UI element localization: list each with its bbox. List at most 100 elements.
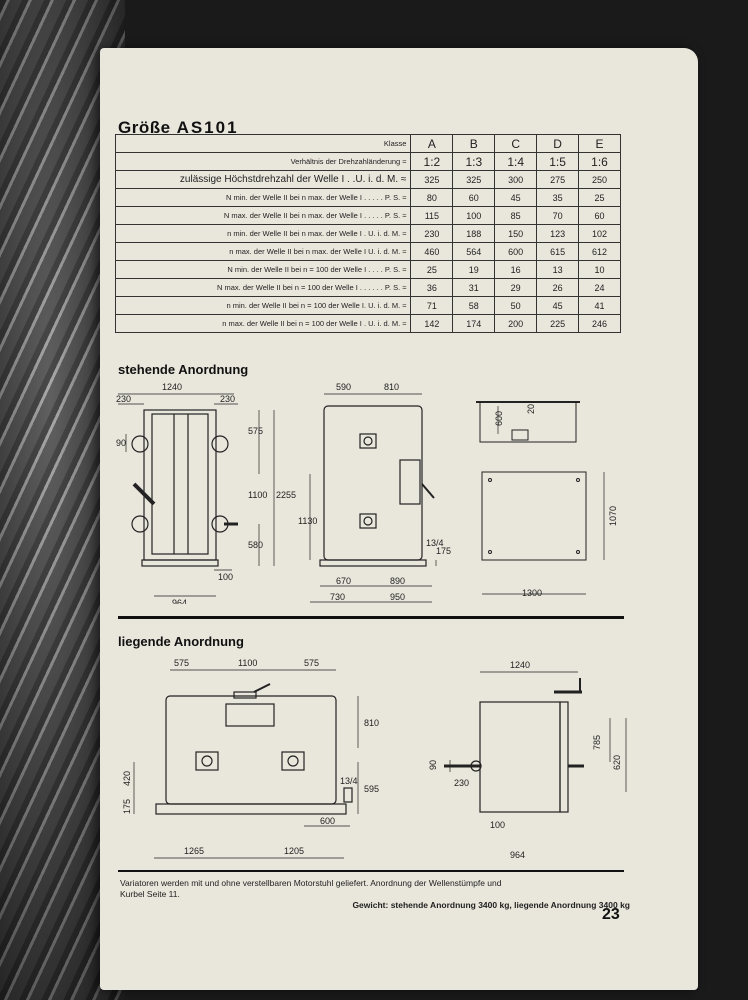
- svg-text:1100: 1100: [248, 490, 267, 500]
- table-cell: 612: [578, 242, 621, 261]
- table-cell: 615: [536, 242, 580, 261]
- svg-text:1265: 1265: [184, 846, 204, 856]
- svg-text:575: 575: [248, 426, 263, 436]
- table-row: zulässige Höchstdrehzahl der Welle I . .…: [114, 170, 621, 189]
- table-cell: 70: [536, 206, 580, 225]
- table-cell: 80: [410, 188, 454, 207]
- svg-text:20: 20: [526, 404, 536, 414]
- svg-text:600: 600: [494, 411, 504, 426]
- table-cell: 13: [536, 260, 580, 279]
- table-cell: 1:2: [410, 152, 454, 171]
- table-cell: 31: [452, 278, 496, 297]
- table-cell: 230: [410, 224, 454, 243]
- svg-text:580: 580: [248, 540, 263, 550]
- table-cell: 200: [494, 314, 538, 333]
- table-cell: 71: [410, 296, 454, 315]
- svg-text:1240: 1240: [162, 382, 182, 392]
- row-label: N max. der Welle II bei n = 100 der Well…: [114, 278, 412, 297]
- svg-text:785: 785: [592, 735, 602, 750]
- svg-text:595: 595: [364, 784, 379, 794]
- table-cell: 58: [452, 296, 496, 315]
- standing-drawings: 1240 230 230 90 575 1100 2255 580 100 96…: [116, 382, 618, 604]
- class-column-header: A: [410, 134, 454, 153]
- table-cell: 174: [452, 314, 496, 333]
- table-cell: 1:6: [578, 152, 621, 171]
- svg-text:670: 670: [336, 576, 351, 586]
- table-cell: 45: [536, 296, 580, 315]
- table-cell: 300: [494, 170, 538, 189]
- table-cell: 115: [410, 206, 454, 225]
- section-lying-title: liegende Anordnung: [118, 634, 244, 649]
- table-cell: 19: [452, 260, 496, 279]
- row-label: n max. der Welle II bei n = 100 der Well…: [114, 314, 412, 333]
- footer-divider: [118, 870, 624, 872]
- svg-text:810: 810: [364, 718, 379, 728]
- table-cell: 25: [578, 188, 621, 207]
- table-cell: 1:3: [452, 152, 496, 171]
- svg-text:600: 600: [320, 816, 335, 826]
- klasse-label: Klasse: [114, 134, 412, 153]
- svg-text:950: 950: [390, 592, 405, 602]
- table-cell: 225: [536, 314, 580, 333]
- row-label: zulässige Höchstdrehzahl der Welle I . .…: [114, 170, 412, 189]
- svg-text:100: 100: [218, 572, 233, 582]
- class-column-header: E: [578, 134, 621, 153]
- table-cell: 246: [578, 314, 621, 333]
- section-divider: [118, 616, 624, 619]
- table-cell: 1:4: [494, 152, 538, 171]
- table-row: n max. der Welle II bei n = 100 der Well…: [114, 314, 621, 333]
- table-cell: 36: [410, 278, 454, 297]
- row-label: N min. der Welle II bei n = 100 der Well…: [114, 260, 412, 279]
- table-cell: 325: [410, 170, 454, 189]
- footer-notes: Variatoren werden mit und ohne verstellb…: [120, 878, 630, 910]
- page-number: 23: [602, 906, 620, 923]
- svg-text:810: 810: [384, 382, 399, 392]
- svg-text:890: 890: [390, 576, 405, 586]
- svg-text:420: 420: [122, 771, 132, 786]
- svg-text:730: 730: [330, 592, 345, 602]
- svg-text:620: 620: [612, 755, 622, 770]
- svg-text:13/4: 13/4: [340, 776, 358, 786]
- table-cell: 41: [578, 296, 621, 315]
- svg-text:175: 175: [436, 546, 451, 556]
- table-cell: 29: [494, 278, 538, 297]
- row-label: N min. der Welle II bei n max. der Welle…: [114, 188, 412, 207]
- svg-text:1240: 1240: [510, 660, 530, 670]
- table-cell: 142: [410, 314, 454, 333]
- table-row: n min. der Welle II bei n = 100 der Well…: [114, 296, 621, 315]
- svg-text:2255: 2255: [276, 490, 296, 500]
- table-cell: 188: [452, 224, 496, 243]
- svg-text:100: 100: [490, 820, 505, 830]
- row-label: n min. der Welle II bei n max. der Welle…: [114, 224, 412, 243]
- table-cell: 60: [578, 206, 621, 225]
- svg-text:964: 964: [172, 598, 187, 604]
- table-cell: 102: [578, 224, 621, 243]
- svg-text:230: 230: [116, 394, 131, 404]
- svg-text:1100: 1100: [238, 658, 257, 668]
- table-cell: 250: [578, 170, 621, 189]
- class-column-header: B: [452, 134, 496, 153]
- svg-text:575: 575: [304, 658, 319, 668]
- svg-text:13/4: 13/4: [426, 538, 444, 548]
- svg-text:230: 230: [454, 778, 469, 788]
- lying-drawings: 575 1100 575 810 420 175 13/4 595 600 12…: [122, 658, 627, 860]
- svg-text:1130: 1130: [298, 516, 317, 526]
- table-cell: 10: [578, 260, 621, 279]
- svg-text:964: 964: [510, 850, 525, 860]
- table-cell: 1:5: [536, 152, 580, 171]
- svg-text:175: 175: [122, 799, 132, 814]
- table-cell: 26: [536, 278, 580, 297]
- table-cell: 35: [536, 188, 580, 207]
- table-cell: 460: [410, 242, 454, 261]
- table-cell: 24: [578, 278, 621, 297]
- row-label: n max. der Welle II bei n max. der Welle…: [114, 242, 412, 261]
- table-cell: 25: [410, 260, 454, 279]
- table-cell: 100: [452, 206, 496, 225]
- svg-text:575: 575: [174, 658, 189, 668]
- table-row: N min. der Welle II bei n = 100 der Well…: [114, 260, 621, 279]
- table-row: N max. der Welle II bei n max. der Welle…: [114, 206, 621, 225]
